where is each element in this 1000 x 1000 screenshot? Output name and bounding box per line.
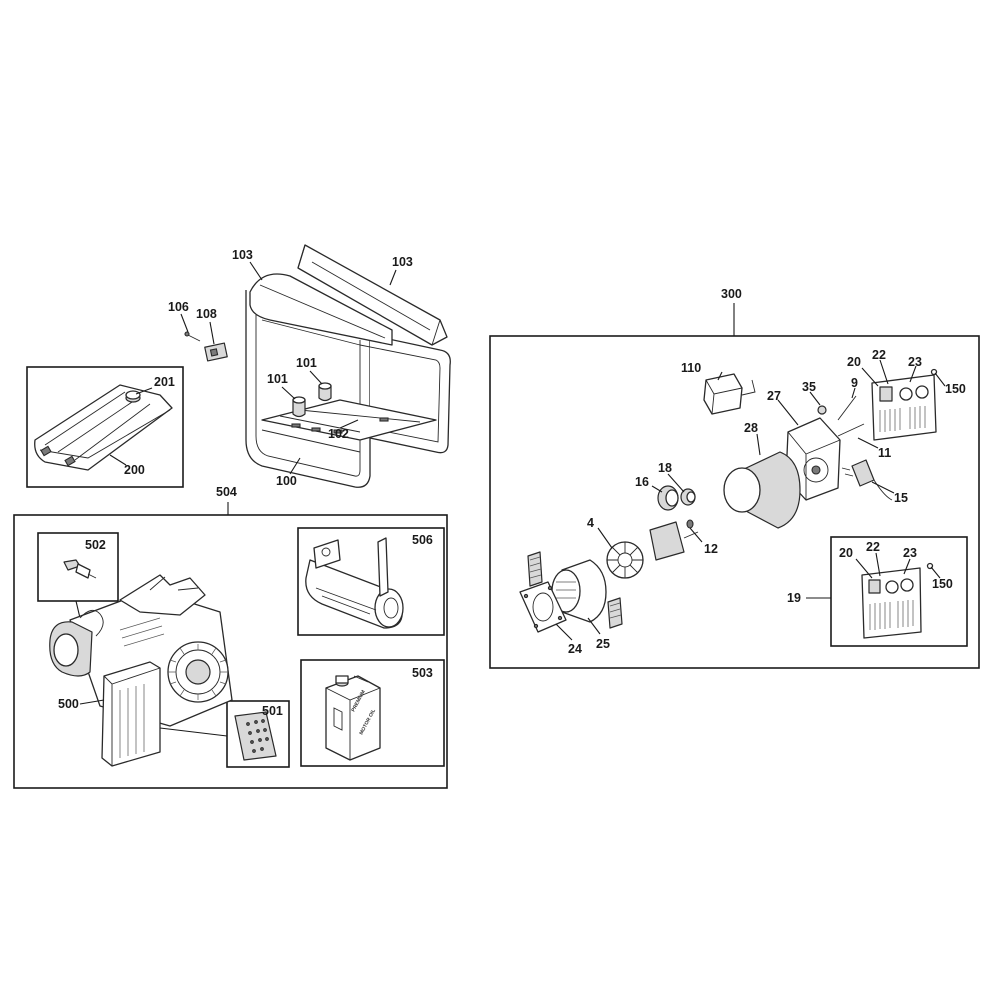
callout-15: 15 bbox=[894, 491, 908, 505]
adapter-25 bbox=[551, 559, 607, 623]
bearing-18 bbox=[680, 488, 696, 506]
callout-300: 300 bbox=[721, 287, 742, 301]
bracket-108 bbox=[204, 342, 228, 362]
callout-25: 25 bbox=[596, 637, 610, 651]
plug-15 bbox=[841, 459, 893, 501]
callout-101-left: 101 bbox=[267, 372, 288, 386]
callout-12: 12 bbox=[704, 542, 718, 556]
callout-23-top: 23 bbox=[908, 355, 922, 369]
callout-201: 201 bbox=[154, 375, 175, 389]
callout-20-bottom: 20 bbox=[839, 546, 853, 560]
callout-102: 102 bbox=[328, 427, 349, 441]
rod-9 bbox=[837, 395, 857, 421]
callout-504: 504 bbox=[216, 485, 237, 499]
callout-22-bottom: 22 bbox=[866, 540, 880, 554]
side-grille-left bbox=[527, 551, 543, 587]
callout-35: 35 bbox=[802, 380, 816, 394]
callout-11: 11 bbox=[878, 446, 891, 460]
oil-box: PREMIUM MOTOR OIL bbox=[300, 659, 445, 767]
callout-28: 28 bbox=[744, 421, 758, 435]
callout-103-right: 103 bbox=[392, 255, 413, 269]
control-panel-kit-19-box bbox=[806, 536, 968, 647]
callout-110: 110 bbox=[681, 361, 701, 375]
knob-35 bbox=[817, 405, 827, 415]
callout-106: 106 bbox=[168, 300, 189, 314]
muffler-box bbox=[297, 527, 445, 636]
gasket-plate-24 bbox=[519, 581, 567, 633]
callout-200: 200 bbox=[124, 463, 145, 477]
callout-20-top: 20 bbox=[847, 355, 861, 369]
spark-plug-box bbox=[37, 532, 119, 619]
callout-4: 4 bbox=[587, 516, 594, 530]
rotor bbox=[649, 519, 699, 561]
callout-500: 500 bbox=[58, 697, 79, 711]
callout-16: 16 bbox=[635, 475, 649, 489]
control-panel-top bbox=[871, 374, 937, 441]
callout-24: 24 bbox=[568, 642, 582, 656]
callout-101-right: 101 bbox=[296, 356, 317, 370]
screw-106 bbox=[184, 331, 201, 342]
air-filter-element-501 bbox=[234, 711, 277, 761]
callout-506: 506 bbox=[412, 533, 433, 547]
bolt-11 bbox=[837, 423, 865, 437]
engine-500 bbox=[49, 574, 233, 767]
alternator-assembly-box bbox=[489, 303, 980, 669]
fuel-tank-200 bbox=[34, 384, 173, 471]
rubber-mount-101 bbox=[292, 382, 332, 418]
callout-23-bottom: 23 bbox=[903, 546, 917, 560]
oil-container-503: PREMIUM MOTOR OIL bbox=[325, 675, 381, 761]
frame-assembly bbox=[245, 244, 451, 488]
bearing-16 bbox=[657, 485, 679, 511]
callout-103-left: 103 bbox=[232, 248, 253, 262]
callout-19: 19 bbox=[787, 591, 801, 605]
callout-501: 501 bbox=[262, 704, 283, 718]
callout-18: 18 bbox=[658, 461, 672, 475]
callout-27: 27 bbox=[767, 389, 781, 403]
callout-100: 100 bbox=[276, 474, 297, 488]
callout-labels: 103 103 106 108 101 101 102 100 201 200 … bbox=[58, 248, 966, 718]
top-cover-panel-103 bbox=[297, 244, 448, 346]
air-filter-box bbox=[159, 700, 290, 768]
frame-leader-lines bbox=[180, 261, 397, 475]
control-panel-bottom bbox=[861, 567, 922, 639]
spark-plug-502 bbox=[63, 559, 97, 579]
callout-9: 9 bbox=[851, 376, 858, 390]
side-grille-right bbox=[607, 597, 623, 629]
alternator-leader-lines bbox=[555, 359, 946, 641]
callout-503: 503 bbox=[412, 666, 433, 680]
cooling-fan-4 bbox=[606, 541, 644, 579]
callout-502: 502 bbox=[85, 538, 106, 552]
stator-28 bbox=[723, 451, 801, 529]
engine-assembly-box: PREMIUM MOTOR OIL bbox=[13, 502, 448, 789]
callout-150-top: 150 bbox=[945, 382, 966, 396]
callout-22-top: 22 bbox=[872, 348, 886, 362]
voltage-regulator-110 bbox=[703, 373, 756, 415]
muffler-506 bbox=[305, 537, 404, 629]
fuel-cap-201 bbox=[125, 390, 141, 403]
callout-108: 108 bbox=[196, 307, 217, 321]
fuel-tank-panel bbox=[26, 366, 184, 488]
callout-150-bottom: 150 bbox=[932, 577, 953, 591]
